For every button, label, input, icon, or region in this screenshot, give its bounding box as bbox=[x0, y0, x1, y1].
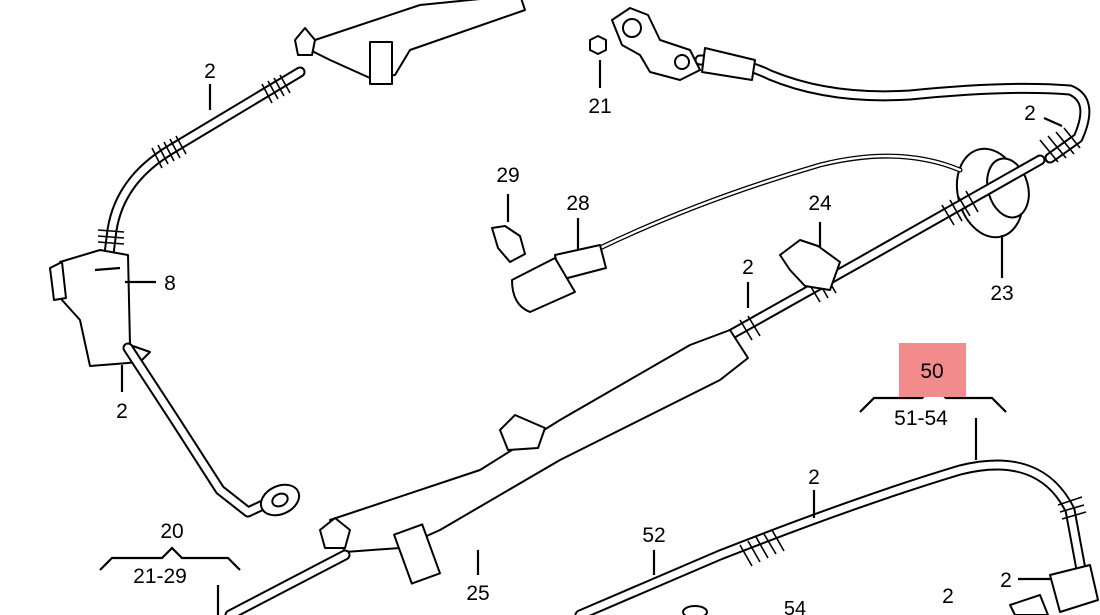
callout-51-54: 51-54 bbox=[894, 407, 948, 430]
cable-bottom-left bbox=[224, 549, 351, 615]
callout-21-29: 21-29 bbox=[133, 565, 187, 588]
callout-23: 23 bbox=[990, 282, 1013, 305]
callout-21: 21 bbox=[588, 95, 611, 118]
highlight-box-50 bbox=[899, 343, 966, 397]
callout-8: 8 bbox=[164, 272, 176, 295]
callout-2-bottom-far-right: 2 bbox=[1000, 569, 1012, 592]
callout-52: 52 bbox=[642, 524, 665, 547]
callout-54: 54 bbox=[784, 598, 806, 615]
bracket-8 bbox=[49, 249, 151, 367]
cable-top-right bbox=[694, 54, 1091, 164]
sleeve-top-right bbox=[701, 47, 1081, 163]
callout-2-top-right: 2 bbox=[1024, 102, 1036, 125]
cable-bottom-right-corrugation bbox=[739, 496, 1087, 567]
callout-28: 28 bbox=[566, 192, 589, 215]
connector-bottom-right bbox=[1009, 564, 1099, 615]
callout-29: 29 bbox=[496, 164, 519, 187]
group-bracket-20 bbox=[99, 546, 241, 571]
callout-50: 50 bbox=[920, 360, 943, 383]
sensor-lead bbox=[597, 153, 963, 251]
callout-2-top-left: 2 bbox=[204, 60, 216, 83]
cable-duct-top-left bbox=[294, 0, 526, 85]
cable-bottom-right bbox=[574, 459, 1088, 615]
cable-duct-25 bbox=[319, 329, 749, 585]
cable-left-lower bbox=[122, 342, 284, 518]
callout-2-bottom-edge: 2 bbox=[942, 585, 954, 608]
leader-lines bbox=[120, 60, 1063, 615]
callout-2-left-mid: 2 bbox=[116, 400, 128, 423]
callout-24: 24 bbox=[808, 192, 832, 215]
callout-2-center: 2 bbox=[742, 256, 754, 279]
battery-clamp bbox=[611, 7, 701, 81]
clip-24 bbox=[779, 239, 841, 291]
callout-25: 25 bbox=[466, 582, 489, 605]
cable-left-corrugation bbox=[97, 74, 291, 245]
nut-21 bbox=[589, 35, 607, 55]
cable-left-upper bbox=[102, 66, 306, 268]
screw-29 bbox=[491, 225, 526, 263]
cable-center-main bbox=[724, 154, 1046, 341]
ring-terminal-left bbox=[259, 483, 301, 517]
nut-54 bbox=[682, 605, 708, 615]
callout-20: 20 bbox=[160, 520, 183, 543]
callout-2-bottom-right: 2 bbox=[808, 466, 820, 489]
sensor-28 bbox=[511, 244, 607, 313]
